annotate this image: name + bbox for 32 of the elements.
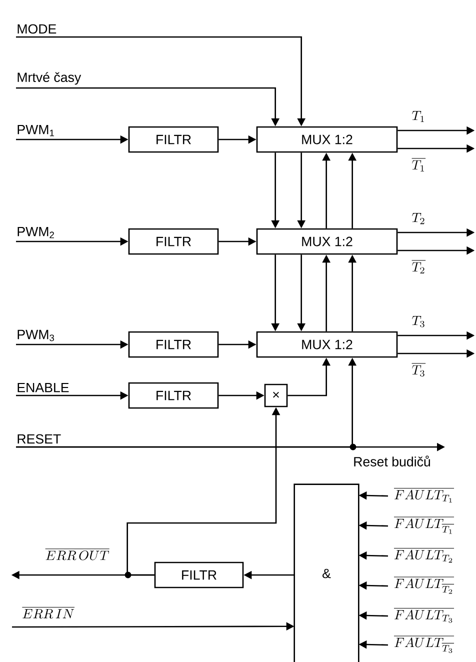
signal-label: PWM$_{3}$ [18, 330, 54, 342]
edge-label: $\overline{FAULT_{\overline{T_3}}}$ [394, 636, 454, 653]
edge-label: $\overline{FAULT_{T_1}}$ [394, 488, 454, 503]
edge-label: $\overline{ERR\,IN}$ [22, 607, 74, 619]
edge-label: $\overline{T_3}$ [412, 363, 426, 377]
filter-box: FILTR [128, 228, 219, 255]
edge-label: $\overline{FAULT_{\overline{T_1}}}$ [394, 517, 454, 534]
edge-label: $\overline{FAULT_{T_2}}$ [394, 548, 454, 563]
mux-box: MUX 1:2 [256, 228, 398, 255]
signal-label: Mrtvé časy [18, 72, 82, 85]
signal-label: PWM$_{2}$ [18, 227, 54, 238]
mux-box: MUX 1:2 [256, 126, 398, 153]
signal-label: ENABLE [18, 383, 69, 392]
and-gate-box: & [294, 484, 360, 662]
filter-box: FILTR [128, 126, 219, 153]
edge-label: $\overline{ERR\,OUT}$ [45, 548, 110, 560]
edge-label: $\overline{FAULT_{\overline{T_2}}}$ [394, 577, 454, 594]
edge-label: $\overline{FAULT_{T_3}}$ [394, 608, 454, 623]
filter-box: FILTR [154, 562, 244, 588]
edge-label: Reset budičů [354, 456, 430, 466]
signal-label: MODE [18, 24, 56, 34]
edge-label: $T_3$ [412, 316, 424, 328]
signal-label: RESET [18, 434, 61, 444]
edge-label: $\overline{T_2}$ [412, 260, 426, 274]
multiplier-box: × [264, 384, 288, 408]
edge-label: $T_2$ [412, 213, 424, 224]
filter-box: FILTR [128, 382, 219, 409]
edge-label: $\overline{T_1}$ [412, 158, 426, 172]
edge-label: $T_1$ [412, 111, 424, 122]
signal-label: PWM$_{1}$ [18, 125, 54, 136]
filter-box: FILTR [128, 331, 219, 358]
mux-box: MUX 1:2 [256, 331, 398, 358]
